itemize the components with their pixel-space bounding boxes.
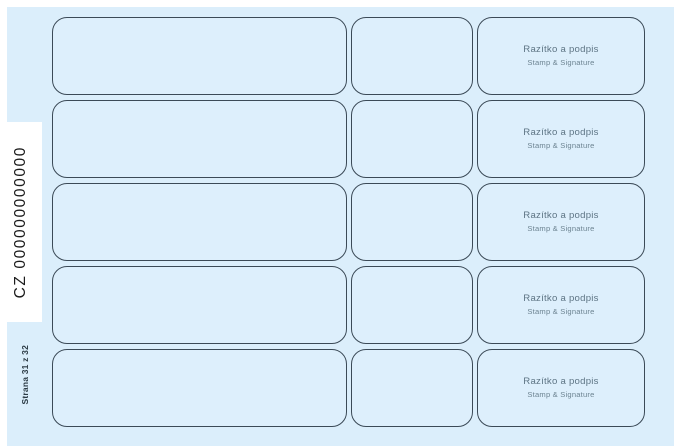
row-5-value-cell[interactable] xyxy=(351,349,473,427)
left-label-strip: CZ 000000000000 Strana 31 z 32 xyxy=(0,7,48,446)
row-2-stamp-title: Razítko a podpis xyxy=(523,126,599,138)
row-3-stamp-title: Razítko a podpis xyxy=(523,209,599,221)
table-row: Razítko a podpis Stamp & Signature xyxy=(52,349,645,427)
row-2-stamp-cell[interactable]: Razítko a podpis Stamp & Signature xyxy=(477,100,645,178)
row-3-stamp-subtitle: Stamp & Signature xyxy=(527,223,595,233)
row-4-description-cell[interactable] xyxy=(52,266,347,344)
row-3-stamp-block: Razítko a podpis Stamp & Signature xyxy=(478,210,644,234)
table-row: Razítko a podpis Stamp & Signature xyxy=(52,100,645,178)
row-2-value-cell[interactable] xyxy=(351,100,473,178)
row-1-stamp-title: Razítko a podpis xyxy=(523,43,599,55)
row-3-stamp-cell[interactable]: Razítko a podpis Stamp & Signature xyxy=(477,183,645,261)
table-row: Razítko a podpis Stamp & Signature xyxy=(52,266,645,344)
row-5-stamp-cell[interactable]: Razítko a podpis Stamp & Signature xyxy=(477,349,645,427)
row-4-stamp-title: Razítko a podpis xyxy=(523,292,599,304)
row-5-stamp-title: Razítko a podpis xyxy=(523,375,599,387)
row-4-stamp-cell[interactable]: Razítko a podpis Stamp & Signature xyxy=(477,266,645,344)
row-3-value-cell[interactable] xyxy=(351,183,473,261)
registration-code-text: CZ 000000000000 xyxy=(12,145,30,299)
registration-code-plate: CZ 000000000000 xyxy=(0,122,42,322)
row-1-stamp-subtitle: Stamp & Signature xyxy=(527,57,595,67)
form-rows-grid: Razítko a podpis Stamp & Signature Razít… xyxy=(52,17,645,427)
page-number-container: Strana 31 z 32 xyxy=(14,345,36,437)
row-1-stamp-cell[interactable]: Razítko a podpis Stamp & Signature xyxy=(477,17,645,95)
row-4-value-cell[interactable] xyxy=(351,266,473,344)
table-row: Razítko a podpis Stamp & Signature xyxy=(52,183,645,261)
row-4-stamp-subtitle: Stamp & Signature xyxy=(527,306,595,316)
row-5-description-cell[interactable] xyxy=(52,349,347,427)
row-1-value-cell[interactable] xyxy=(351,17,473,95)
row-3-description-cell[interactable] xyxy=(52,183,347,261)
table-row: Razítko a podpis Stamp & Signature xyxy=(52,17,645,95)
row-5-stamp-subtitle: Stamp & Signature xyxy=(527,389,595,399)
row-1-description-cell[interactable] xyxy=(52,17,347,95)
row-2-stamp-subtitle: Stamp & Signature xyxy=(527,140,595,150)
page-number-label: Strana 31 z 32 xyxy=(19,345,30,405)
row-2-description-cell[interactable] xyxy=(52,100,347,178)
row-2-stamp-block: Razítko a podpis Stamp & Signature xyxy=(478,127,644,151)
row-5-stamp-block: Razítko a podpis Stamp & Signature xyxy=(478,376,644,400)
row-4-stamp-block: Razítko a podpis Stamp & Signature xyxy=(478,293,644,317)
row-1-stamp-block: Razítko a podpis Stamp & Signature xyxy=(478,44,644,68)
